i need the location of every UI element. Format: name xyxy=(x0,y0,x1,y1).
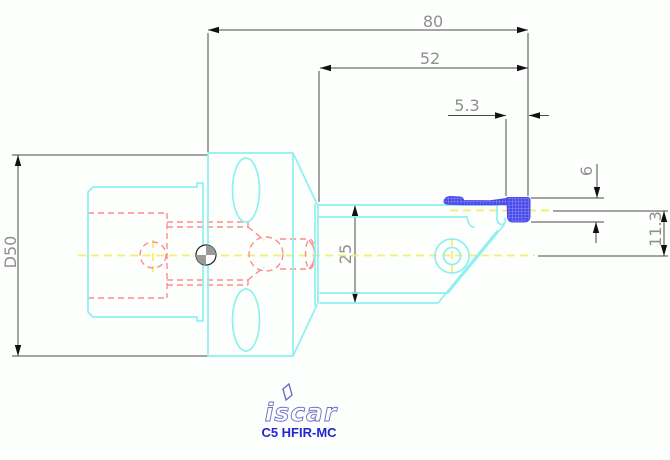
flange-outline xyxy=(207,152,294,357)
dim-label-5-3: 5.3 xyxy=(454,96,479,115)
head-outline xyxy=(317,204,505,304)
insert-clamp-blade xyxy=(443,195,508,206)
dimension-edge-offset-11-3: 11.3 xyxy=(538,210,668,257)
tool-body-outline xyxy=(87,152,507,357)
taper-cone xyxy=(292,152,319,357)
dimension-overall-length-80: 80 xyxy=(207,12,529,196)
dim-label-11-3: 11.3 xyxy=(646,211,665,247)
cutting-insert xyxy=(443,195,531,223)
branding-block: iscar C5 HFIR-MC xyxy=(261,382,338,440)
dim-label-d50: D50 xyxy=(1,236,20,269)
dimension-flange-diameter-d50: D50 xyxy=(1,154,208,357)
dimension-head-height-25: 25 xyxy=(322,204,364,304)
clamp-screw-hole-outer xyxy=(434,238,470,274)
dimension-insert-length-5-3: 5.3 xyxy=(448,96,549,196)
coupling-lobe-lower xyxy=(231,288,261,352)
insert-tip xyxy=(506,197,531,223)
clamp-screw-hole-inner xyxy=(442,246,462,266)
dim-label-6: 6 xyxy=(577,166,596,176)
coupling-lobe-upper xyxy=(231,157,261,223)
dimension-head-length-52: 52 xyxy=(318,49,528,202)
dimension-insert-height-6: 6 xyxy=(531,164,604,243)
insert-pocket-wall xyxy=(495,204,507,226)
iscar-leaf-icon xyxy=(282,382,293,402)
center-of-mass-symbol xyxy=(195,244,217,266)
iscar-logo: iscar xyxy=(265,398,338,427)
dim-label-80: 80 xyxy=(423,12,443,31)
model-label: C5 HFIR-MC xyxy=(261,425,337,440)
centerlines xyxy=(78,209,551,276)
dim-label-25: 25 xyxy=(336,244,355,264)
dim-label-52: 52 xyxy=(420,49,440,68)
shank-outline xyxy=(87,182,204,322)
